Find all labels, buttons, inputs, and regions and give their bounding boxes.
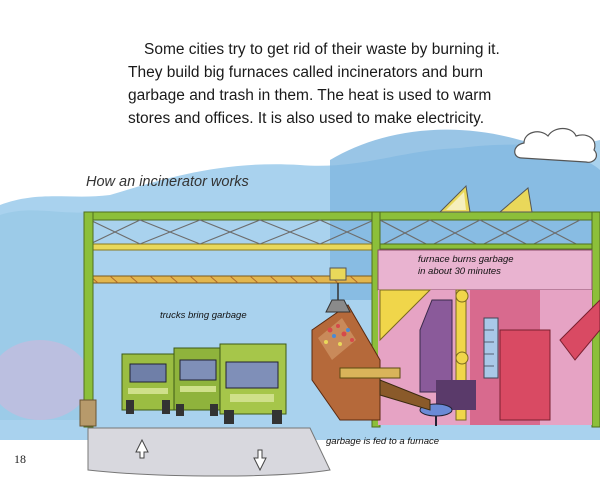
body-line-4: stores and offices. It is also used to m… — [128, 110, 485, 127]
ground — [87, 427, 331, 477]
body-line-3: garbage and trash in them. The heat is u… — [128, 87, 492, 104]
label-feed: garbage is fed to a furnace — [326, 436, 440, 447]
label-furnace-line-1: furnace burns garbage — [418, 254, 514, 265]
diagram-title: How an incinerator works — [86, 174, 249, 190]
page-number: 18 — [14, 452, 26, 466]
label-trucks: trucks bring garbage — [160, 310, 247, 321]
body-paragraph: Some cities try to get rid of their wast… — [128, 38, 508, 130]
label-furnace-line-2: in about 30 minutes — [418, 266, 501, 277]
garbage-trucks — [121, 343, 287, 424]
body-line-2: They build big furnaces called incinerat… — [128, 64, 483, 81]
body-line-1: Some cities try to get rid of their wast… — [144, 41, 500, 58]
garbage-hopper — [311, 267, 431, 421]
label-furnace: furnace burns garbage in about 30 minute… — [418, 254, 514, 278]
furnace-building — [377, 249, 600, 426]
cloud — [514, 127, 598, 163]
roof-vents — [438, 184, 533, 213]
